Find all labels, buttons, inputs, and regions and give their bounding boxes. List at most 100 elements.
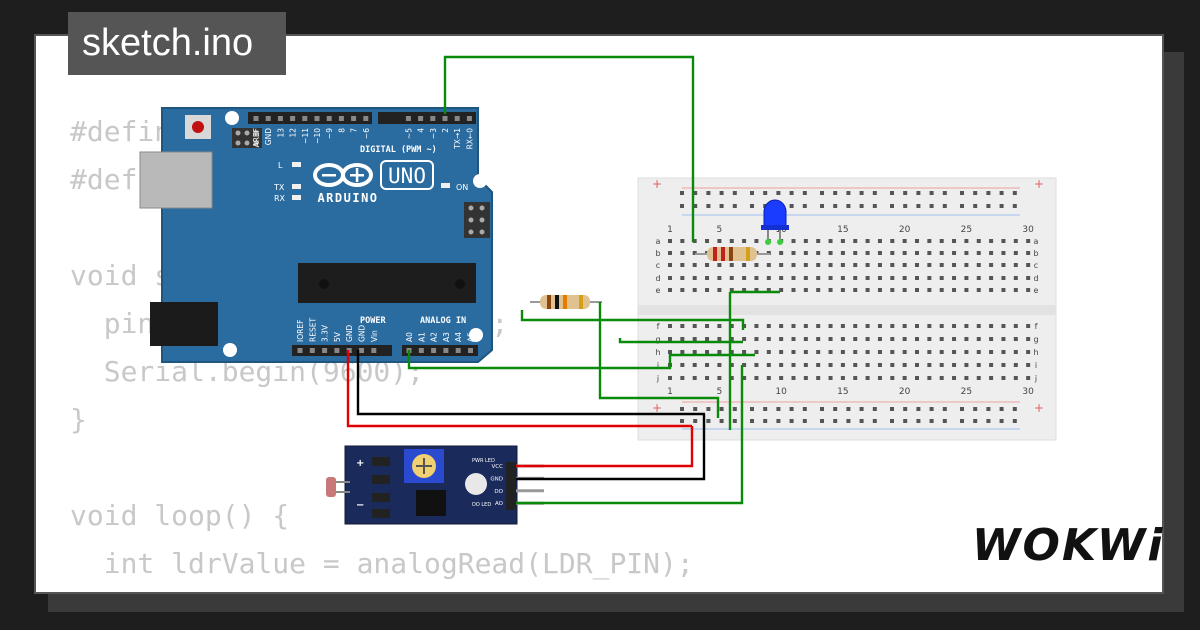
- rail-hole[interactable]: [890, 191, 894, 195]
- breadboard-hole[interactable]: [964, 376, 969, 380]
- breadboard-hole[interactable]: [865, 350, 870, 354]
- breadboard-hole[interactable]: [754, 376, 759, 380]
- breadboard-hole[interactable]: [828, 251, 833, 255]
- rail-hole[interactable]: [872, 407, 877, 411]
- breadboard-hole[interactable]: [964, 288, 969, 292]
- breadboard-hole[interactable]: [915, 324, 919, 328]
- breadboard-hole[interactable]: [791, 239, 796, 243]
- breadboard-hole[interactable]: [816, 276, 821, 280]
- breadboard-hole[interactable]: [952, 376, 957, 380]
- breadboard-hole[interactable]: [705, 288, 710, 292]
- breadboard-hole[interactable]: [964, 239, 969, 243]
- breadboard-hole[interactable]: [1026, 263, 1031, 267]
- breadboard-hole[interactable]: [865, 263, 870, 267]
- breadboard-hole[interactable]: [717, 376, 722, 380]
- breadboard-hole[interactable]: [1013, 350, 1018, 354]
- rail-hole[interactable]: [872, 191, 877, 195]
- breadboard-hole[interactable]: [692, 350, 697, 354]
- rail-hole[interactable]: [973, 407, 978, 411]
- breadboard-hole[interactable]: [865, 376, 870, 380]
- breadboard-hole[interactable]: [877, 376, 882, 380]
- rail-hole[interactable]: [732, 204, 737, 208]
- breadboard-hole[interactable]: [828, 276, 833, 280]
- breadboard-hole[interactable]: [865, 276, 870, 280]
- rail-hole[interactable]: [999, 204, 1004, 208]
- breadboard-hole[interactable]: [939, 363, 944, 367]
- breadboard-hole[interactable]: [754, 263, 759, 267]
- breadboard-hole[interactable]: [742, 263, 747, 267]
- digital-pin-socket[interactable]: [326, 116, 332, 121]
- breadboard-hole[interactable]: [779, 376, 784, 380]
- breadboard-hole[interactable]: [754, 276, 759, 280]
- breadboard-hole[interactable]: [668, 251, 672, 255]
- rail-hole[interactable]: [929, 407, 934, 411]
- rail-hole[interactable]: [1012, 204, 1017, 208]
- breadboard-hole[interactable]: [692, 251, 697, 255]
- breadboard-hole[interactable]: [754, 337, 759, 341]
- rail-hole[interactable]: [719, 407, 724, 411]
- breadboard-hole[interactable]: [1013, 363, 1018, 367]
- breadboard-hole[interactable]: [890, 263, 895, 267]
- breadboard-hole[interactable]: [840, 239, 845, 243]
- breadboard-hole[interactable]: [754, 324, 759, 328]
- breadboard-hole[interactable]: [865, 239, 870, 243]
- breadboard-hole[interactable]: [791, 350, 796, 354]
- breadboard-hole[interactable]: [1026, 363, 1031, 367]
- rail-hole[interactable]: [820, 419, 824, 423]
- breadboard-hole[interactable]: [927, 376, 932, 380]
- breadboard-hole[interactable]: [840, 288, 845, 292]
- breadboard-hole[interactable]: [890, 276, 895, 280]
- breadboard-hole[interactable]: [828, 239, 833, 243]
- digital-pin-socket[interactable]: [442, 116, 448, 121]
- breadboard-hole[interactable]: [902, 337, 907, 341]
- breadboard-hole[interactable]: [816, 324, 821, 328]
- breadboard[interactable]: + + + + 115510101515202025253030aabbccdd…: [637, 177, 1057, 441]
- breadboard-hole[interactable]: [1001, 251, 1006, 255]
- breadboard-hole[interactable]: [803, 288, 808, 292]
- breadboard-hole[interactable]: [705, 363, 710, 367]
- breadboard-hole[interactable]: [779, 337, 784, 341]
- breadboard-hole[interactable]: [989, 276, 994, 280]
- breadboard-hole[interactable]: [828, 363, 833, 367]
- rail-hole[interactable]: [680, 407, 684, 411]
- breadboard-hole[interactable]: [729, 324, 734, 328]
- rail-hole[interactable]: [789, 191, 794, 195]
- breadboard-hole[interactable]: [791, 263, 796, 267]
- breadboard-hole[interactable]: [902, 251, 907, 255]
- breadboard-hole[interactable]: [692, 239, 697, 243]
- rail-hole[interactable]: [960, 204, 964, 208]
- breadboard-hole[interactable]: [865, 251, 870, 255]
- rail-hole[interactable]: [1012, 419, 1017, 423]
- breadboard-hole[interactable]: [902, 324, 907, 328]
- breadboard-hole[interactable]: [1001, 288, 1006, 292]
- rail-hole[interactable]: [776, 191, 781, 195]
- breadboard-hole[interactable]: [1001, 376, 1006, 380]
- breadboard-hole[interactable]: [803, 239, 808, 243]
- rail-hole[interactable]: [903, 407, 908, 411]
- digital-pin-socket[interactable]: [302, 116, 308, 121]
- breadboard-hole[interactable]: [791, 337, 796, 341]
- breadboard-hole[interactable]: [939, 251, 944, 255]
- breadboard-hole[interactable]: [791, 288, 796, 292]
- rail-hole[interactable]: [1012, 191, 1017, 195]
- breadboard-hole[interactable]: [877, 251, 882, 255]
- breadboard-hole[interactable]: [717, 324, 722, 328]
- breadboard-hole[interactable]: [840, 363, 845, 367]
- rail-hole[interactable]: [859, 191, 864, 195]
- breadboard-hole[interactable]: [816, 363, 821, 367]
- rail-hole[interactable]: [763, 407, 768, 411]
- rail-hole[interactable]: [960, 191, 964, 195]
- breadboard-hole[interactable]: [668, 263, 672, 267]
- breadboard-hole[interactable]: [902, 263, 907, 267]
- breadboard-hole[interactable]: [890, 363, 895, 367]
- rail-hole[interactable]: [789, 419, 794, 423]
- rail-hole[interactable]: [833, 191, 838, 195]
- rail-hole[interactable]: [916, 204, 921, 208]
- rail-hole[interactable]: [986, 419, 991, 423]
- breadboard-hole[interactable]: [915, 337, 919, 341]
- breadboard-hole[interactable]: [989, 239, 994, 243]
- breadboard-hole[interactable]: [803, 363, 808, 367]
- breadboard-hole[interactable]: [791, 324, 796, 328]
- breadboard-hole[interactable]: [976, 239, 981, 243]
- breadboard-hole[interactable]: [766, 288, 771, 292]
